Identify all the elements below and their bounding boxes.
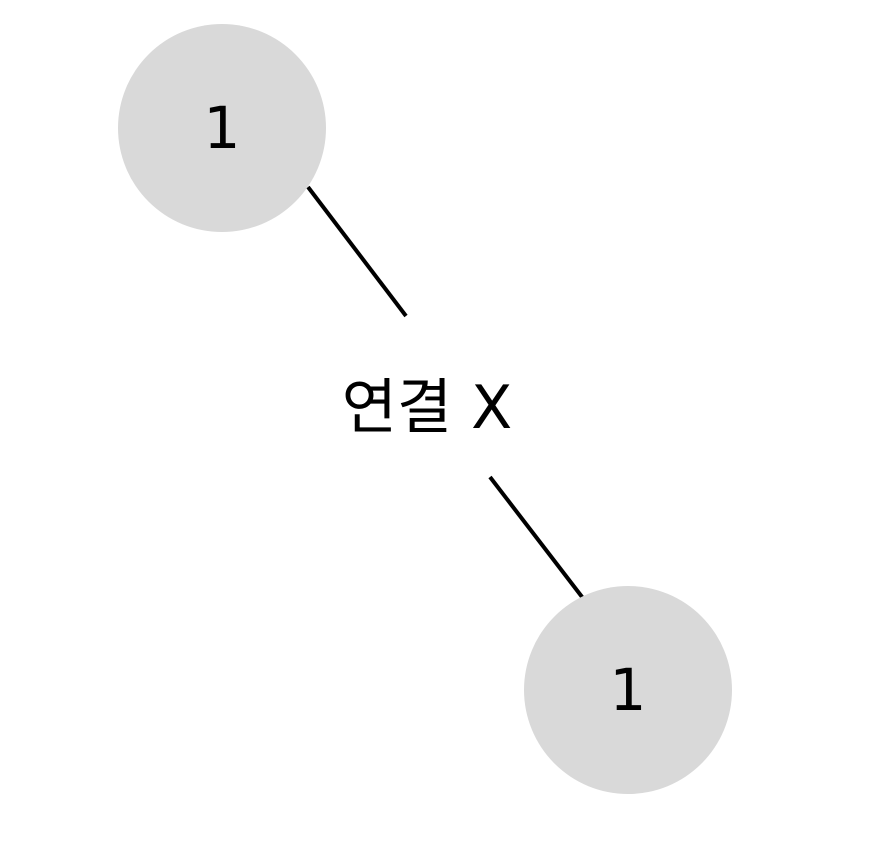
node-bottom-right-label: 1 bbox=[610, 656, 647, 724]
node-top-left-circle bbox=[118, 24, 326, 232]
node-bottom-right-circle bbox=[524, 586, 732, 794]
edge-line-lower bbox=[488, 475, 591, 608]
node-top-left: 1 bbox=[118, 24, 326, 232]
edge-label: 연결 X bbox=[342, 373, 513, 443]
node-bottom-right: 1 bbox=[524, 586, 732, 794]
node-top-left-label: 1 bbox=[204, 94, 241, 162]
edge-line-upper bbox=[306, 185, 408, 318]
